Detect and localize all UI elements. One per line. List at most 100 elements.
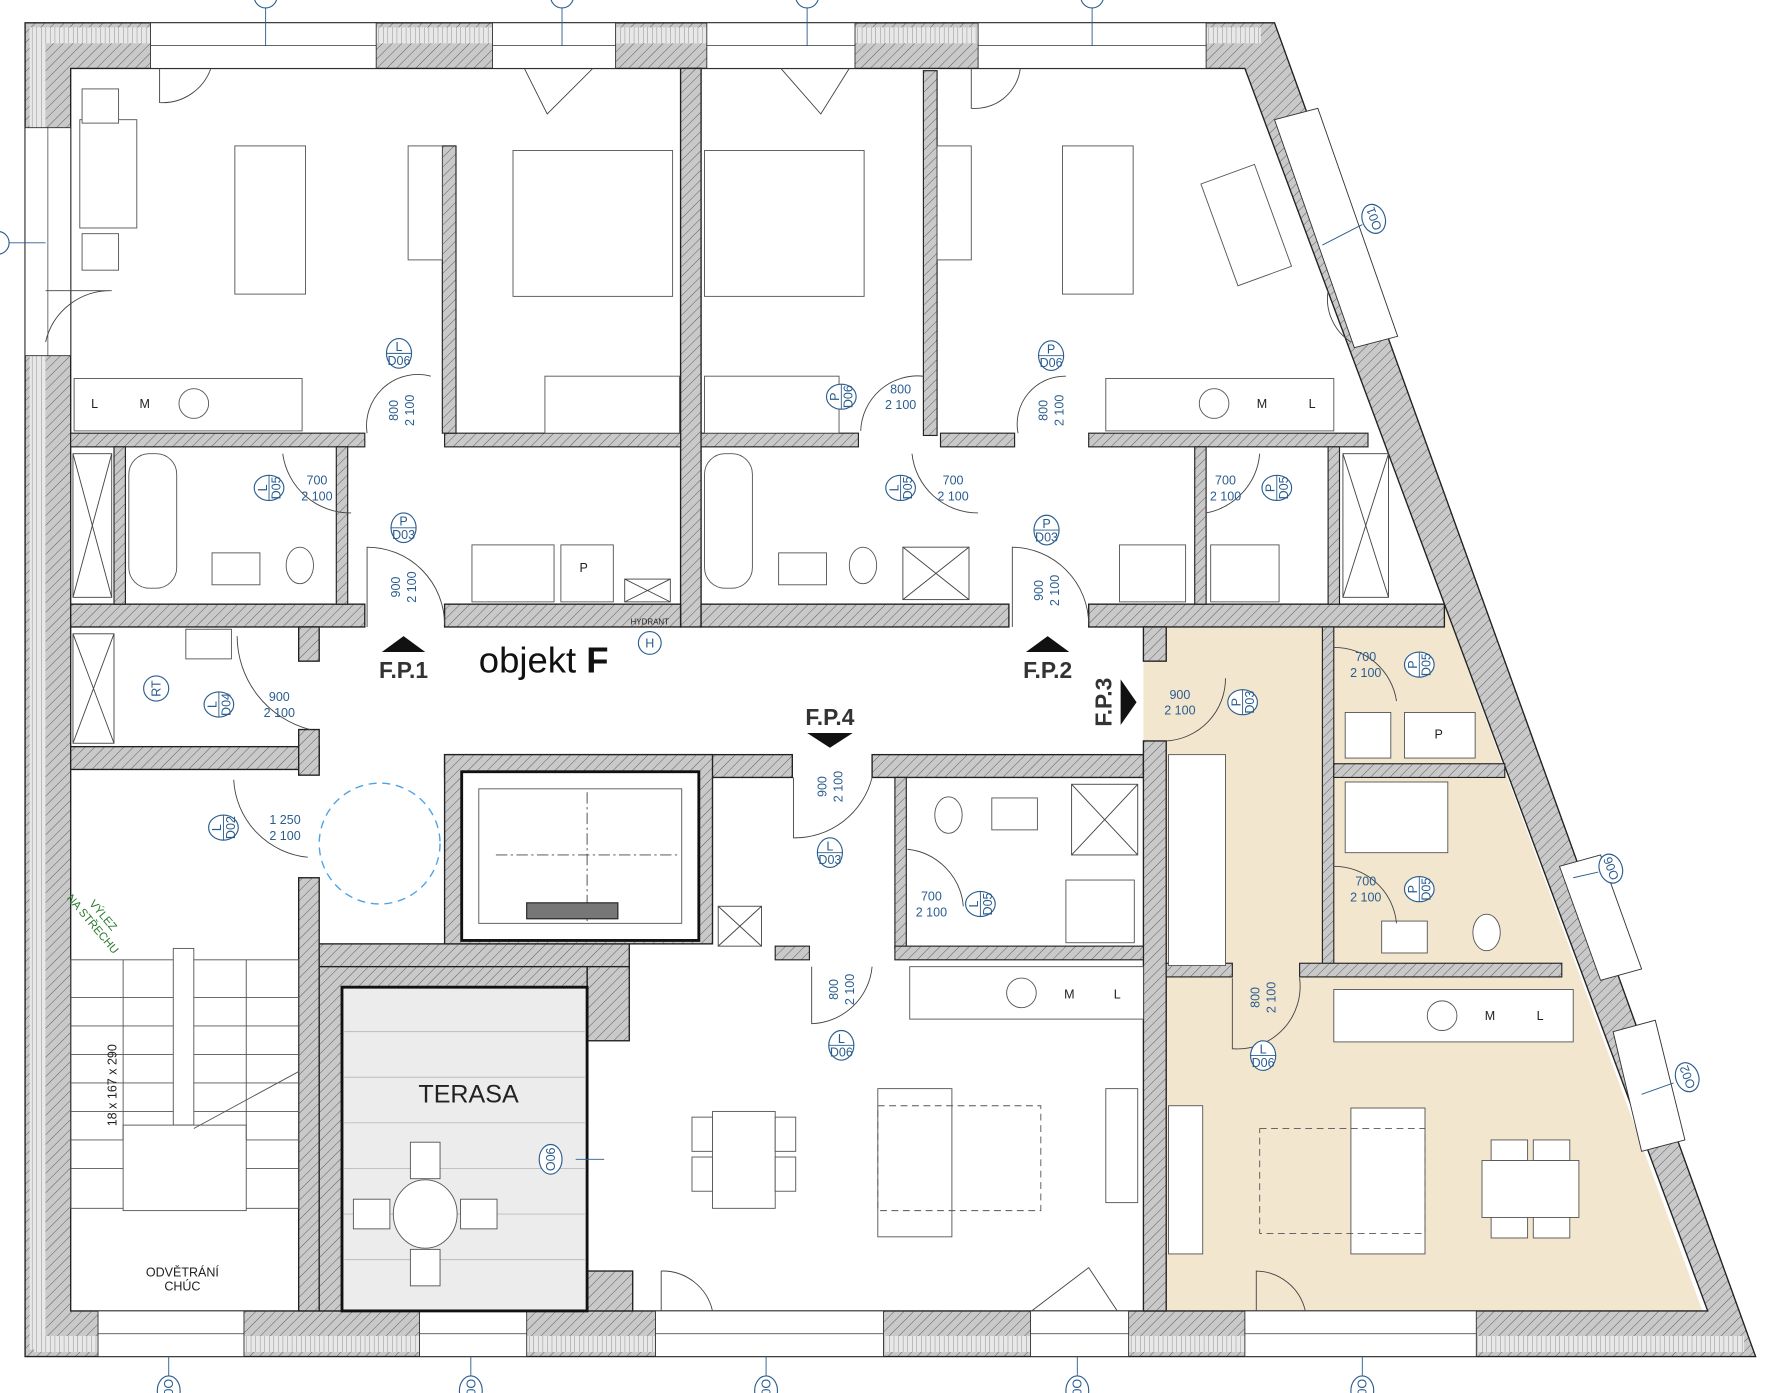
door-width: 800 bbox=[387, 400, 401, 421]
window-code: O02 bbox=[1070, 1379, 1084, 1393]
washbasin bbox=[185, 628, 232, 660]
window-tag: O01 bbox=[1350, 1356, 1375, 1393]
tv-unit bbox=[1168, 1105, 1204, 1255]
shower bbox=[1344, 781, 1449, 854]
door-code: D06 bbox=[388, 354, 411, 368]
kitchen-label: L bbox=[91, 397, 98, 411]
door-width: 900 bbox=[815, 776, 829, 797]
door-side: L bbox=[206, 701, 220, 708]
door-side: L bbox=[210, 824, 224, 831]
section-marker-fp4: F.P.4 bbox=[805, 704, 855, 748]
door-code: D02 bbox=[224, 816, 238, 839]
hydrant-label: HYDRANT bbox=[631, 618, 670, 627]
window-code: O01 bbox=[759, 1379, 773, 1393]
sofa bbox=[1350, 1107, 1426, 1255]
door-code: D05 bbox=[901, 476, 915, 499]
door-height: 2 100 bbox=[843, 974, 857, 1005]
wardrobe bbox=[544, 375, 680, 434]
window-tag: O01 bbox=[754, 1356, 779, 1393]
door-side: L bbox=[826, 839, 833, 853]
roof-access-label: VÝLEZ NA STŘECHU bbox=[64, 892, 121, 957]
svg-text:RT: RT bbox=[150, 680, 164, 697]
door-side: L bbox=[256, 484, 270, 491]
window-tag: O01 bbox=[1322, 203, 1387, 246]
kitchen-label: M bbox=[1064, 988, 1074, 1002]
ventilation-label: ODVĚTRÁNÍ bbox=[146, 1265, 220, 1280]
svg-text:F.P.3: F.P.3 bbox=[1090, 678, 1116, 727]
door-side: P bbox=[828, 393, 842, 401]
bathtub bbox=[704, 453, 753, 589]
section-arrow-icon bbox=[807, 732, 853, 748]
door-code: D03 bbox=[1243, 691, 1257, 714]
svg-text:F.P.2: F.P.2 bbox=[1023, 657, 1072, 683]
section-marker-fp2: F.P.2 bbox=[1023, 636, 1072, 683]
toilet bbox=[285, 546, 314, 585]
door-height: 2 100 bbox=[916, 906, 947, 920]
furniture bbox=[73, 88, 1580, 1255]
hydrant-tag: H bbox=[637, 630, 662, 655]
door-side: P bbox=[399, 515, 407, 529]
terrace bbox=[318, 965, 589, 1313]
door-height: 2 100 bbox=[831, 771, 845, 802]
building-title: objekt F bbox=[479, 640, 609, 681]
door-width: 800 bbox=[1037, 400, 1051, 421]
window-code: O04 bbox=[463, 1379, 477, 1393]
washbasin bbox=[778, 552, 827, 586]
door-width: 1 250 bbox=[269, 813, 300, 827]
door-code: D05 bbox=[1277, 476, 1291, 499]
window-code: O06 bbox=[544, 1147, 558, 1171]
door-height: 2 100 bbox=[1048, 575, 1062, 606]
exterior-insulation bbox=[29, 27, 46, 1350]
door-code: D03 bbox=[1035, 530, 1058, 544]
door-side: P bbox=[1042, 517, 1050, 531]
window-tag-bubble bbox=[1080, 0, 1104, 46]
pantry-label: P bbox=[1435, 728, 1443, 742]
section-marker-fp1: F.P.1 bbox=[379, 636, 428, 683]
window-tag: O02 bbox=[1641, 1062, 1700, 1095]
door-code: D05 bbox=[1420, 653, 1434, 676]
exterior-insulation bbox=[34, 1336, 1745, 1352]
window-tag: O05 bbox=[156, 1356, 181, 1393]
ventilation-label: CHÚC bbox=[164, 1278, 200, 1293]
kitchen-label: L bbox=[1309, 397, 1316, 411]
door-width: 900 bbox=[1169, 688, 1190, 702]
door-side: P bbox=[1264, 484, 1278, 492]
shower bbox=[1065, 879, 1135, 944]
tv-unit bbox=[936, 145, 972, 261]
window-code: O01 bbox=[1355, 1379, 1369, 1393]
door-code: D04 bbox=[219, 693, 233, 716]
door-width: 700 bbox=[1355, 875, 1376, 889]
window-tag-bubble bbox=[550, 0, 574, 46]
door-side: L bbox=[1260, 1042, 1267, 1056]
door-side: P bbox=[1229, 698, 1243, 706]
kitchen-label: M bbox=[140, 397, 150, 411]
door-width: 700 bbox=[1355, 650, 1376, 664]
toilet bbox=[934, 796, 963, 834]
dining-table bbox=[712, 1110, 776, 1209]
washbasin bbox=[1381, 920, 1428, 954]
wardrobe bbox=[704, 375, 840, 434]
